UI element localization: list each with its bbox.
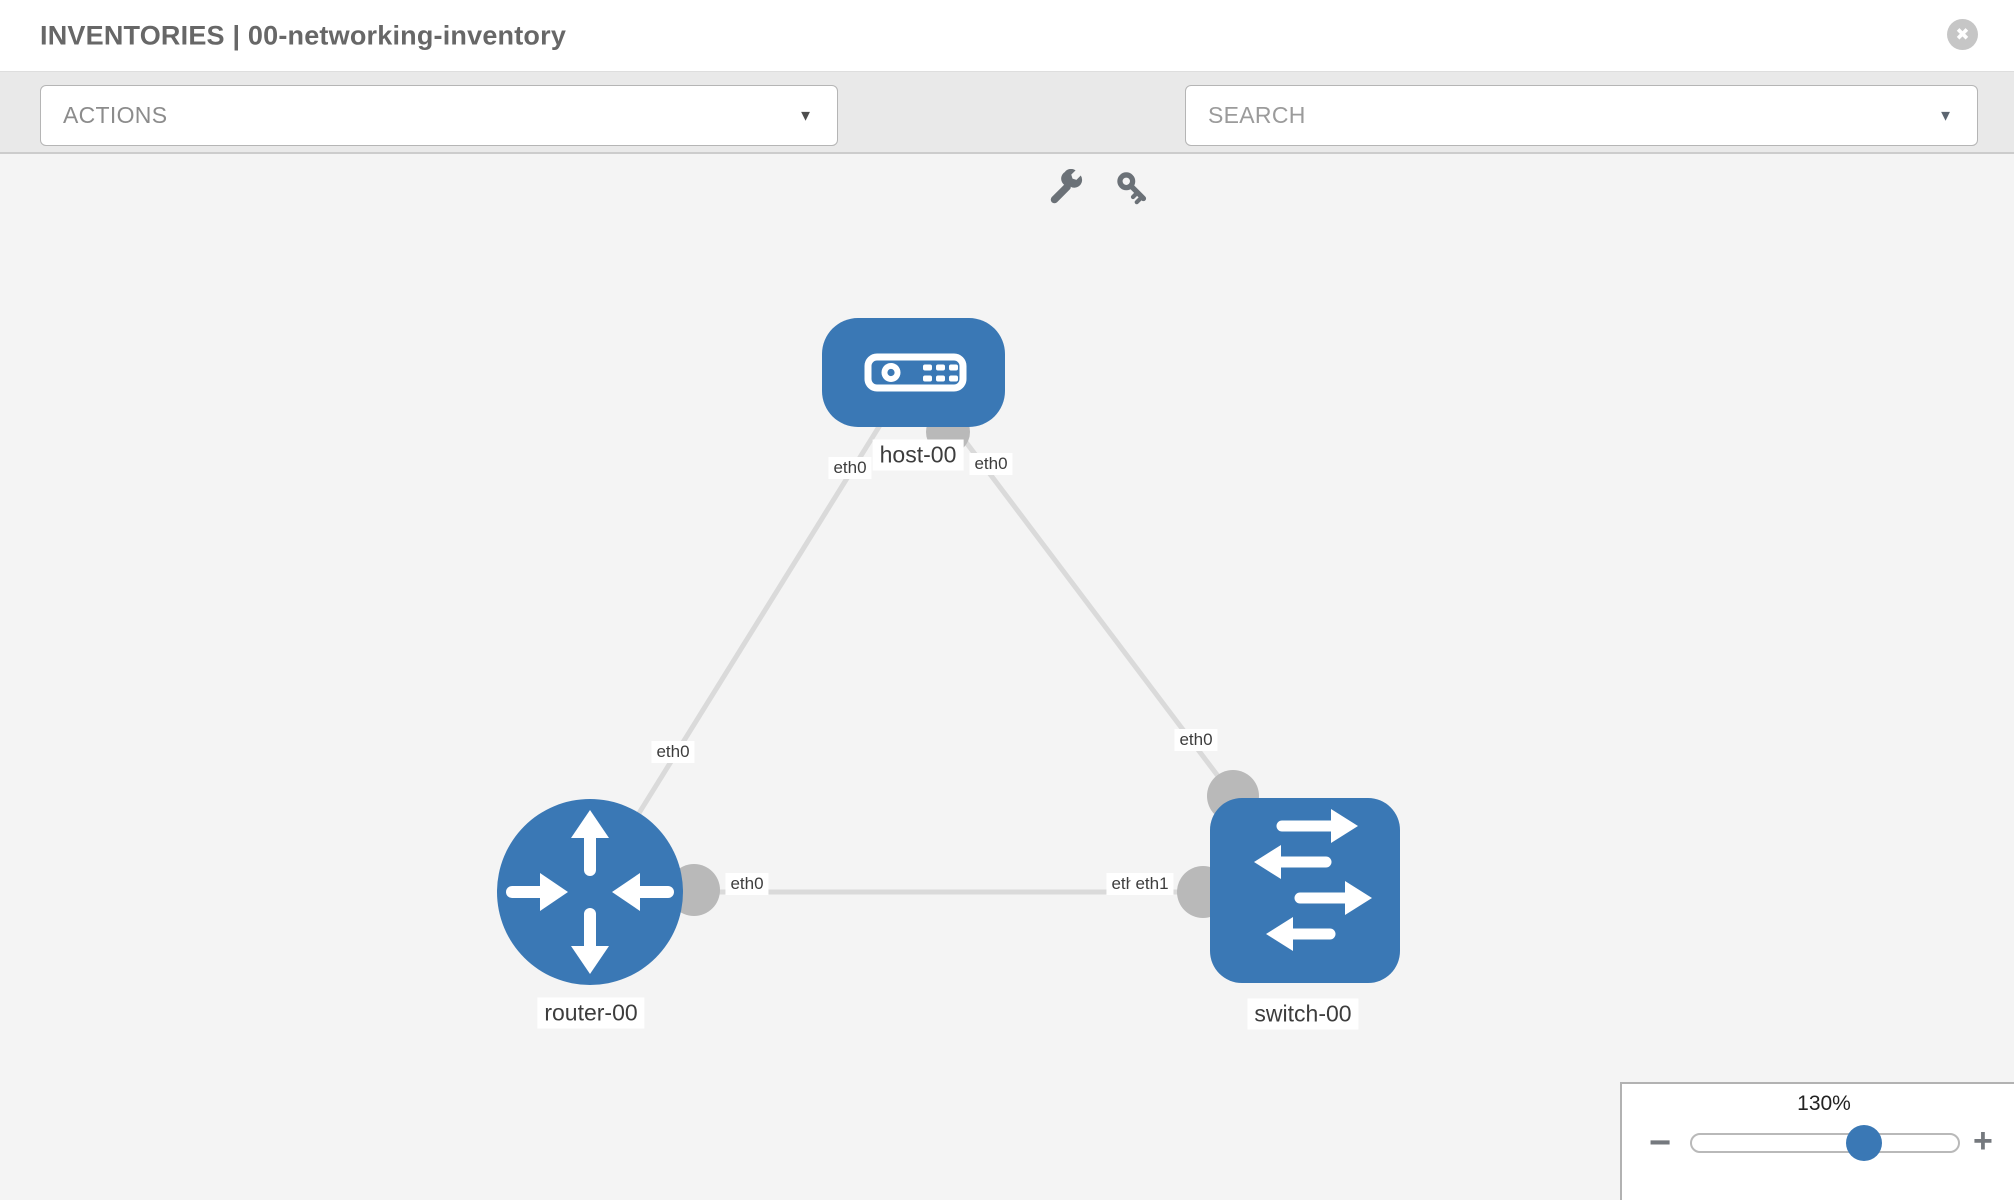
node-switch-00[interactable] [1210, 798, 1400, 983]
node-label-host-00: host-00 [872, 439, 964, 471]
interface-label-switch-eth1-over: eth1 [1130, 873, 1174, 895]
topology-canvas[interactable]: host-00 router-00 switch-00 eth0 eth0 et… [0, 154, 2014, 1200]
interface-label-host-eth0-right: eth0 [969, 453, 1013, 475]
zoom-slider-track[interactable] [1690, 1125, 1960, 1161]
topology-graph [497, 318, 1400, 985]
node-host-00[interactable] [822, 318, 1005, 427]
key-icon[interactable] [1114, 169, 1152, 207]
search-dropdown-label: SEARCH [1208, 102, 1306, 128]
interface-label-router-eth0: eth0 [725, 873, 769, 895]
actions-dropdown[interactable]: ACTIONS ▼ [40, 85, 838, 146]
close-button[interactable]: ✖ [1947, 19, 1978, 50]
interface-label-host-eth0-left: eth0 [828, 457, 872, 479]
zoom-panel: 130% − + [1620, 1082, 2014, 1200]
node-router-00[interactable] [497, 799, 683, 985]
zoom-slider-thumb[interactable] [1846, 1125, 1882, 1161]
interface-label-router-link-eth0: eth0 [651, 741, 695, 763]
zoom-out-button[interactable]: − [1649, 1122, 1672, 1164]
header: INVENTORIES | 00-networking-inventory ✖ [0, 0, 2014, 72]
zoom-level: 130% [1797, 1092, 1851, 1115]
toolbar: ACTIONS ▼ SEARCH ▼ [0, 72, 2014, 205]
interface-label-switch-top-eth0: eth0 [1174, 729, 1218, 751]
node-label-router-00: router-00 [537, 997, 645, 1029]
page-title: INVENTORIES | 00-networking-inventory [40, 20, 567, 50]
switch-icon [1254, 809, 1372, 951]
wrench-icon[interactable] [1046, 169, 1084, 207]
actions-dropdown-label: ACTIONS [63, 102, 168, 128]
interface-endpoints [668, 410, 1259, 918]
router-icon [506, 810, 674, 974]
chevron-down-icon: ▼ [798, 107, 813, 124]
close-icon: ✖ [1955, 25, 1970, 44]
node-label-switch-00: switch-00 [1247, 998, 1359, 1030]
chevron-down-icon: ▼ [1938, 107, 1953, 124]
host-icon [864, 353, 967, 392]
search-dropdown[interactable]: SEARCH ▼ [1185, 85, 1978, 146]
zoom-in-button[interactable]: + [1973, 1122, 1993, 1160]
